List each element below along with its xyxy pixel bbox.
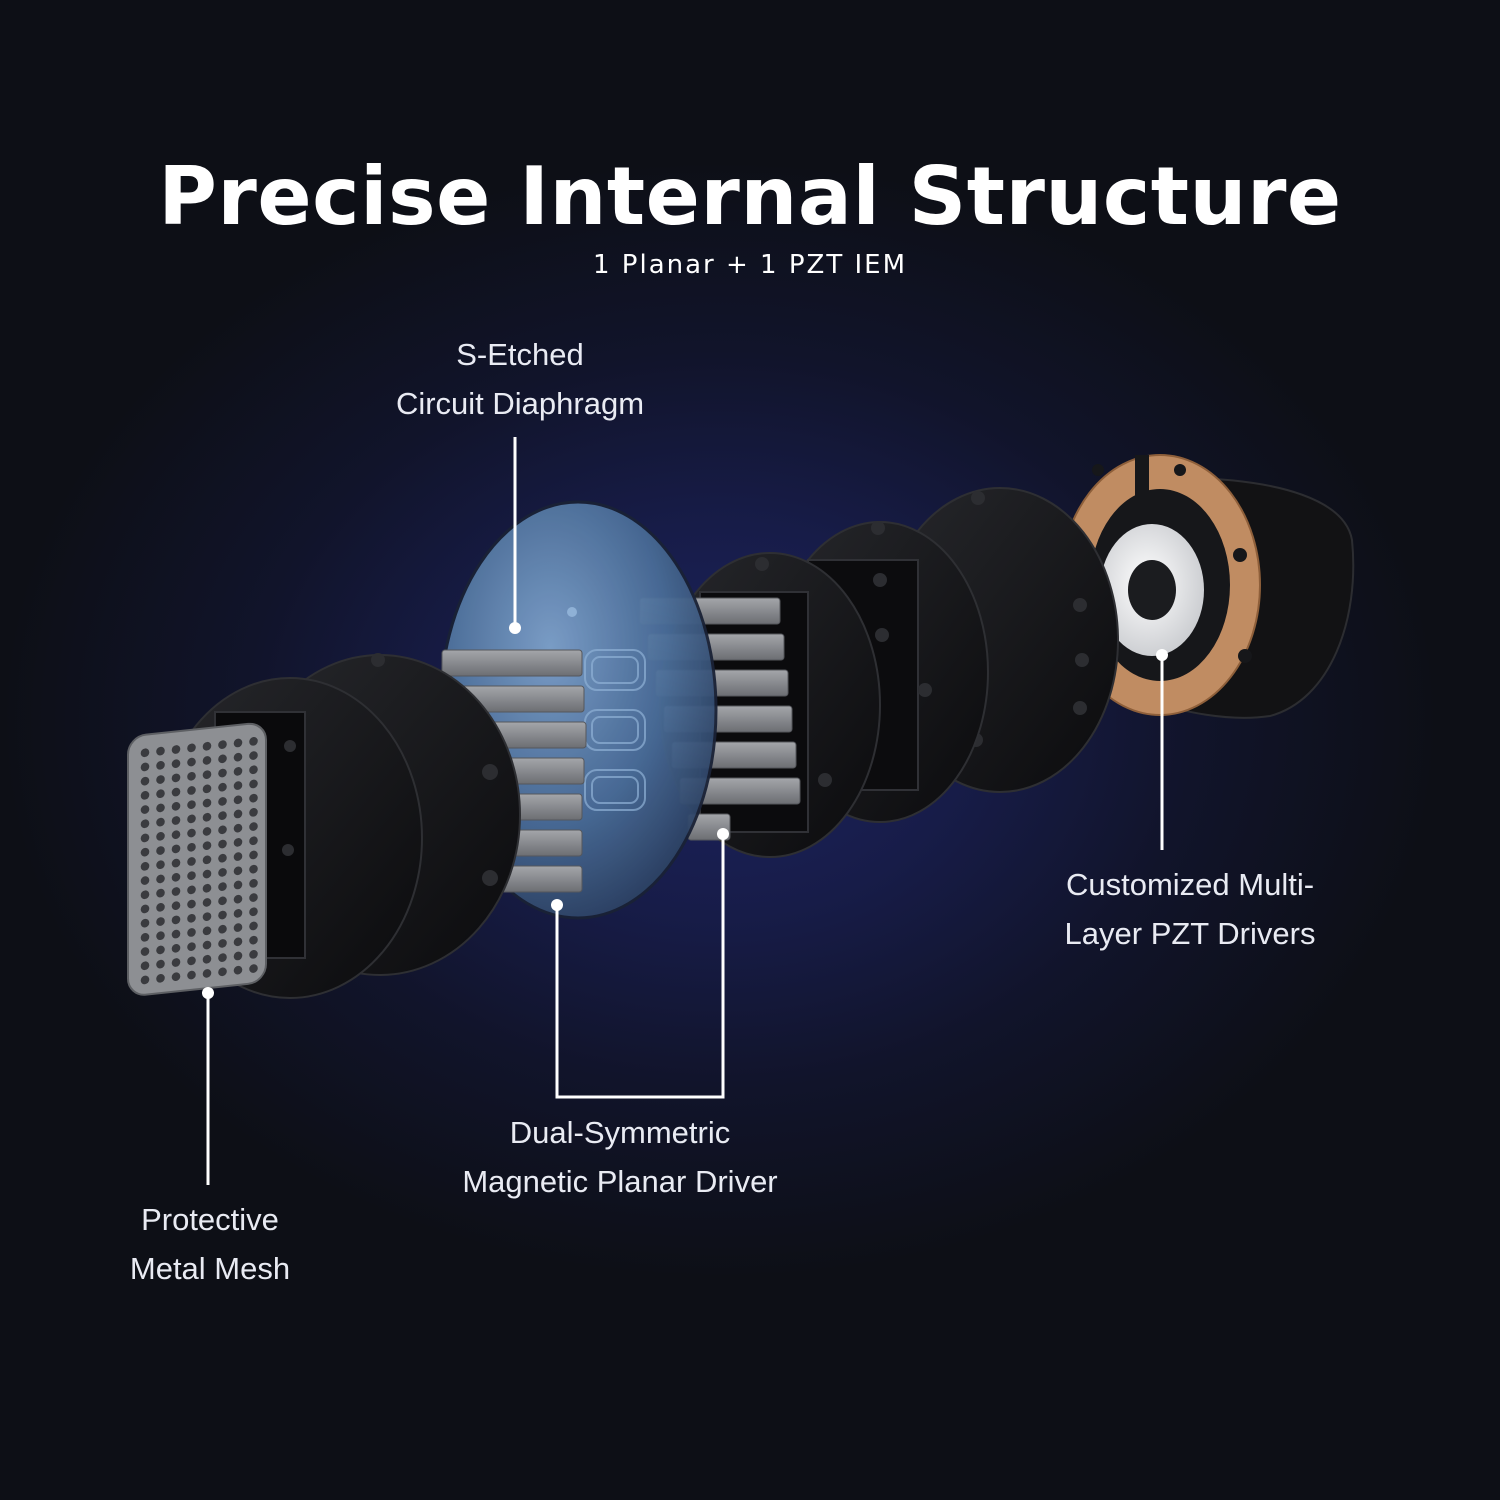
- callout-planar-line2: Magnetic Planar Driver: [462, 1164, 778, 1199]
- callout-planar: Dual-Symmetric Magnetic Planar Driver: [440, 1108, 800, 1206]
- callout-mesh: Protective Metal Mesh: [90, 1195, 330, 1293]
- leader-lines: [202, 437, 1168, 1185]
- callout-diaphragm-line2: Circuit Diaphragm: [395, 386, 645, 421]
- callout-diaphragm-line1: S-Etched: [456, 337, 584, 372]
- callout-mesh-line2: Metal Mesh: [129, 1251, 291, 1286]
- page-title: Precise Internal Structure: [158, 150, 1342, 243]
- page-subtitle: 1 Planar + 1 PZT IEM: [592, 250, 908, 280]
- callout-planar-line1: Dual-Symmetric: [509, 1115, 731, 1150]
- callout-pzt: Customized Multi- Layer PZT Drivers: [1030, 860, 1350, 958]
- callout-pzt-line2: Layer PZT Drivers: [1064, 916, 1316, 951]
- callout-pzt-line1: Customized Multi-: [1065, 867, 1315, 902]
- protective-metal-mesh: [127, 722, 267, 996]
- mesh-perforations: [140, 737, 258, 985]
- callout-diaphragm: S-Etched Circuit Diaphragm: [370, 330, 670, 428]
- callout-mesh-line1: Protective: [141, 1202, 279, 1237]
